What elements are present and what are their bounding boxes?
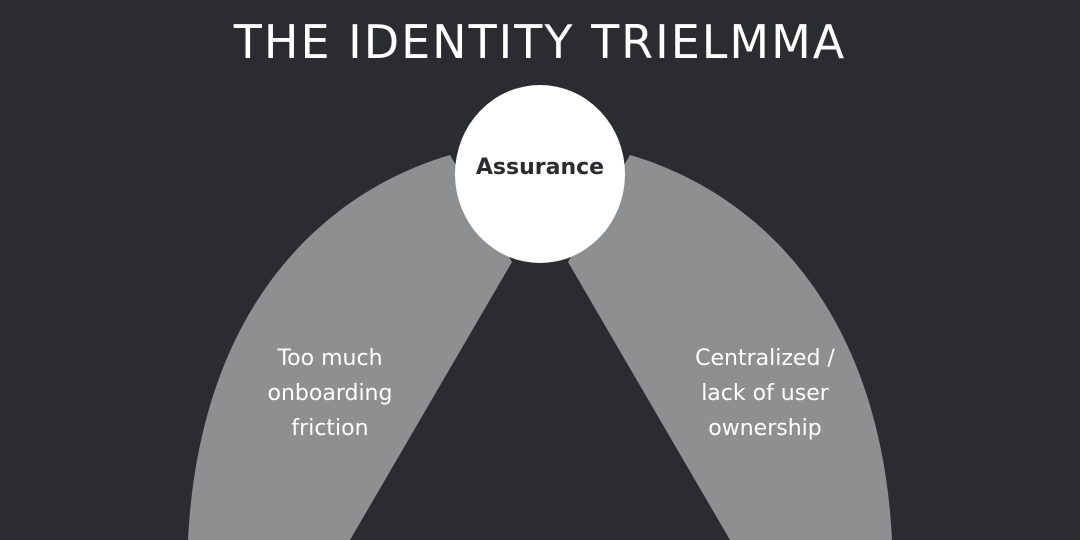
assurance-label: Assurance xyxy=(475,155,605,180)
right-arm-line: lack of user xyxy=(701,381,829,406)
assurance-node xyxy=(455,85,625,263)
page-title: THE IDENTITY TRIELMMA xyxy=(233,15,847,69)
right-arm-label: Centralized / lack of user ownership xyxy=(660,341,870,446)
left-arm-band xyxy=(188,155,512,540)
right-arm-line: Centralized / xyxy=(695,346,835,371)
right-arm-line: ownership xyxy=(708,416,822,441)
right-arm-band xyxy=(568,155,892,540)
left-arm-line: onboarding xyxy=(267,381,393,406)
left-arm-line: Too much xyxy=(277,346,383,371)
left-arm-label: Too much onboarding friction xyxy=(230,341,430,446)
left-arm-line: friction xyxy=(291,416,369,441)
